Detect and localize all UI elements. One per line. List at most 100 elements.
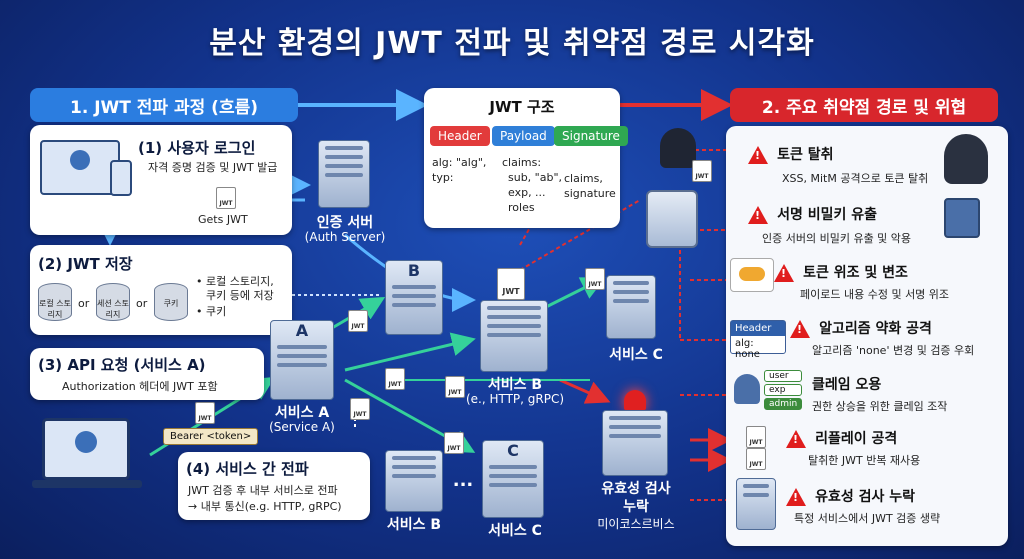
api-title: (3) API 요청 (서비스 A) (38, 356, 206, 374)
service-a-server-icon: A (270, 320, 334, 400)
claim-tag-admin: admin (764, 398, 803, 410)
propagation-title: (4) 서비스 간 전파 (186, 460, 309, 478)
storage-bullet-1: • 로컬 스토리지, (196, 275, 274, 288)
risk-subtitle: XSS, MitM 공격으로 토큰 탈취 (782, 172, 929, 185)
jwt-token-icon: JWT (497, 268, 525, 300)
risk-item-validation-missing: 유효성 검사 누락 (786, 486, 915, 506)
service-b-server-icon (480, 300, 548, 372)
phone-icon (110, 160, 132, 196)
jwt-exp: exp, ... (508, 186, 546, 199)
service-b-top-server-icon: B (385, 260, 443, 335)
claim-tags: user exp admin (764, 370, 803, 410)
risk-subtitle: 권한 상승을 위한 클레임 조작 (812, 400, 948, 413)
hooded-hacker-icon (944, 134, 988, 184)
warning-icon (748, 205, 768, 224)
safe-key-icon (944, 198, 980, 238)
alg-header-tag: Header (731, 321, 785, 336)
or-label-2: or (136, 297, 148, 310)
alg-none-label: alg: none (735, 338, 760, 360)
auth-server-en-label: (Auth Server) (304, 230, 386, 244)
validation-label-2: 누락 (623, 499, 649, 515)
laptop-base (32, 480, 142, 488)
jwt-chip-icon: JWT (692, 160, 712, 182)
jwt-structure-card: JWT 구조 Header Payload Signature alg: "al… (424, 88, 628, 228)
risk-subtitle: 특정 서비스에서 JWT 검증 생략 (794, 512, 941, 525)
risk-subtitle: 탈취한 JWT 반복 재사용 (808, 454, 921, 467)
server-check-icon (736, 478, 776, 530)
alg-none-tag: Header alg: none (730, 320, 786, 360)
risk-item-token-theft: 토큰 탈취 (748, 144, 834, 164)
propagation-step-card: (4) 서비스 간 전파 JWT 검증 후 내부 서비스로 전파 → 내부 통신… (178, 452, 370, 520)
login-title: (1) 사용자 로그인 (138, 139, 256, 157)
jwt-chip-icon: JWT (445, 376, 465, 398)
client-laptop-icon (42, 418, 130, 480)
risk-subtitle: 알고리즘 'none' 변경 및 검증 우회 (812, 344, 975, 357)
warning-icon (774, 263, 794, 282)
jwt-chip-icon: JWT (385, 368, 405, 390)
storage-step-card: (2) JWT 저장 로컬 스토리지 or 세션 스토리지 or 쿠키 • 로컬… (30, 245, 292, 335)
jwt-chip-icon: JWT (444, 432, 464, 454)
jwt-alg: alg: "alg", (432, 156, 487, 169)
hacker-icon (660, 128, 696, 168)
microservice-label: 미이코스르비스 (597, 517, 675, 531)
validation-label: 유효성 검사 (601, 481, 671, 497)
service-b-top-letter: B (407, 261, 421, 280)
validation-server-icon (602, 410, 668, 476)
jwt-claims-sig: claims, (564, 172, 603, 185)
service-c-bottom-label: 서비스 C (488, 523, 542, 539)
claim-tag-exp: exp (764, 384, 803, 396)
service-c-label: 서비스 C (609, 347, 663, 363)
service-a-letter: A (295, 321, 309, 340)
risk-item-forgery: 토큰 위조 및 변조 (774, 262, 908, 282)
service-c-bottom-letter: C (507, 441, 519, 460)
jwt-chip-icon: JWT (348, 310, 368, 332)
risk-title: 토큰 탈취 (777, 147, 834, 163)
page-title: 분산 환경의 JWT 전파 및 취약점 경로 시각화 (209, 26, 815, 61)
claim-tag-user: user (764, 370, 803, 382)
storage-title: (2) JWT 저장 (38, 255, 133, 273)
risk-item-alg-weak: 알고리즘 약화 공격 (790, 318, 932, 338)
local-storage-icon: 로컬 스토리지 (38, 283, 72, 321)
risk-item-claim-misuse: 클레임 오용 (812, 374, 881, 394)
service-b-bottom-label: 서비스 B (386, 517, 442, 533)
jwt-structure-title: JWT 구조 (489, 98, 555, 116)
risk-title: 클레임 오용 (812, 377, 882, 393)
risk-item-replay: 리플레이 공격 (786, 428, 897, 448)
risk-title: 서명 비밀키 유출 (777, 207, 878, 223)
jwt-sub: sub, "ab", (508, 171, 563, 184)
login-step-card: (1) 사용자 로그인 자격 증명 검증 및 JWT 발급 JWT Gets J… (30, 125, 292, 235)
service-c-bottom-server-icon: C (482, 440, 544, 518)
risk-title: 리플레이 공격 (815, 431, 898, 447)
risk-title: 유효성 검사 누락 (815, 489, 916, 505)
propagation-sub-2: → 내부 통신(e.g. HTTP, gRPC) (188, 500, 342, 513)
service-b-en-label: (e., HTTP, gRPC) (465, 392, 565, 406)
jwt-typ: typ: (432, 171, 454, 184)
risk-title: 토큰 위조 및 변조 (803, 265, 908, 281)
user-icon (734, 374, 760, 404)
risk-subtitle: 인증 서버의 비밀키 유출 및 악용 (762, 232, 912, 245)
jwt-signature-label: signature (564, 187, 616, 200)
right-panel-header: 2. 주요 취약점 경로 및 위협 (730, 88, 998, 122)
service-b-bottom-server-icon (385, 450, 443, 512)
jwt-roles: roles (508, 201, 535, 214)
left-panel-header: 1. JWT 전파 과정 (흐름) (30, 88, 298, 122)
risk-subtitle: 페이로드 내용 수정 및 서명 위조 (800, 288, 950, 301)
jwt-chip-icon: JWT (746, 426, 766, 448)
auth-server-icon (318, 140, 370, 208)
service-b-label: 서비스 B (487, 377, 543, 393)
or-label-1: or (78, 297, 90, 310)
service-c-server-icon (606, 275, 656, 339)
service-a-en-label: (Service A) (269, 420, 335, 434)
storage-bullet-2: • 쿠키 (196, 305, 227, 318)
storage-bullet-1b: 쿠키 등에 저장 (206, 289, 274, 302)
cookie-storage-icon: 쿠키 (154, 283, 188, 321)
bearer-token-tag: Bearer <token> (163, 428, 259, 445)
jwt-chip-icon: JWT (216, 187, 236, 209)
key-icon (730, 258, 774, 292)
session-storage-icon: 세션 스토리지 (96, 283, 130, 321)
signature-tag: Signature (554, 126, 628, 146)
risk-item-key-leak: 서명 비밀키 유출 (748, 204, 877, 224)
warning-icon (790, 319, 810, 338)
warning-icon (786, 487, 806, 506)
header-tag: Header (430, 126, 490, 146)
